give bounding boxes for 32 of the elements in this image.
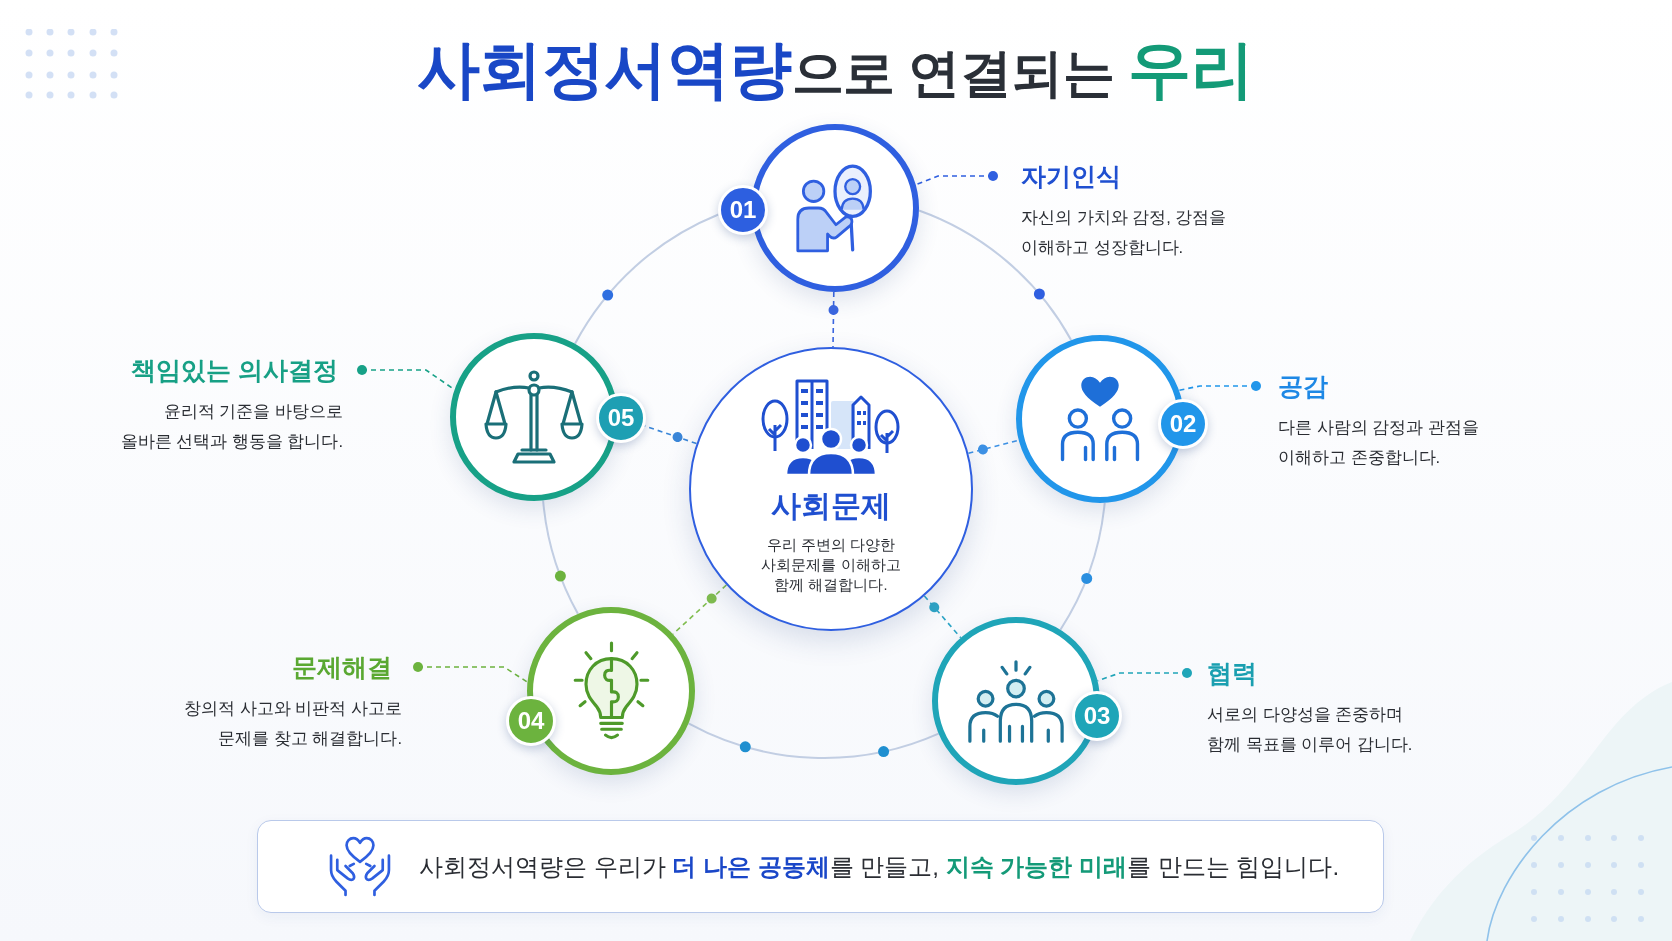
description: 창의적 사고와 비판적 사고로 문제를 찾고 해결합니다. (184, 698, 402, 749)
dashed-line (828, 291, 839, 348)
number-badge: 03 (1072, 691, 1122, 741)
heading: 공감 (1278, 371, 1328, 401)
number-badge: 05 (596, 393, 646, 443)
description: 다른 사람의 감정과 관점을 이해하고 존중합니다. (1278, 417, 1479, 468)
message-banner (257, 820, 1384, 913)
heading: 자기인식 (1021, 161, 1121, 191)
message-text: 사회정서역량은 우리가 더 나은 공동체를 만들고, 지속 가능한 미래를 만드는 힘입니다. (419, 851, 1340, 882)
number-badge: 02 (1158, 399, 1208, 449)
title: 사회정서역량으로 연결되는 우리 (416, 32, 1254, 106)
heading: 책임있는 의사결정 (131, 355, 338, 385)
leader-line (1178, 381, 1261, 392)
heading: 문제해결 (292, 652, 392, 682)
center-title: 사회문제 (771, 488, 891, 524)
ring-line (1059, 501, 1106, 631)
heading: 협력 (1207, 658, 1257, 688)
ring-line (542, 499, 579, 615)
ring-line (574, 213, 720, 345)
center-text: 우리 주변의 다양한 사회문제를 이해하고 함께 해결합니다. (761, 536, 901, 595)
number-badge: 01 (718, 185, 768, 235)
description: 서로의 다양성을 존중하며 함께 목표를 이루어 갑니다. (1207, 704, 1413, 755)
leader-line (413, 662, 529, 683)
ring-line (918, 209, 1073, 342)
leader-line (914, 171, 998, 186)
dashed-line (643, 425, 698, 445)
dashed-line (923, 595, 962, 639)
dashed-line (967, 439, 1020, 455)
description: 윤리적 기준을 바탕으로 올바른 선택과 행동을 합니다. (120, 401, 343, 452)
number-badge: 04 (506, 696, 556, 746)
ring-line (687, 722, 940, 759)
description: 자신의 가치와 감정, 강점을 이해하고 성장합니다. (1021, 207, 1227, 258)
